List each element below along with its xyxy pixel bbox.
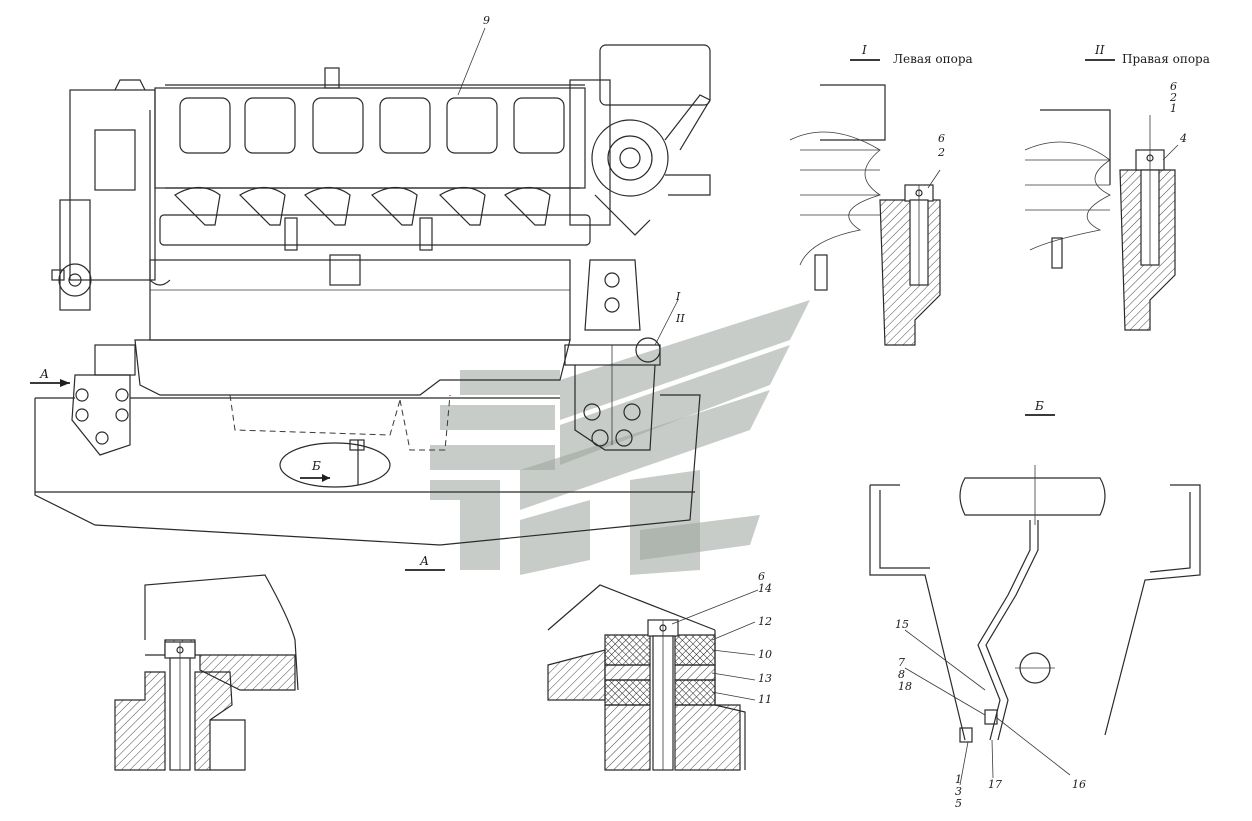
front-mount-bracket [71, 344, 136, 456]
right-callout-1: 1 [1170, 102, 1177, 115]
right-callout-4: 4 [1179, 132, 1187, 145]
view-a-caption: А [419, 554, 429, 568]
a-callout-10: 10 [758, 648, 772, 661]
exhaust-manifold [159, 186, 591, 251]
section-a-left [114, 574, 299, 771]
view-a-arrow-label: А [39, 367, 49, 381]
b-callout-8: 8 [898, 668, 905, 681]
view-b-caption: Б [1034, 399, 1044, 413]
watermark-logo [430, 300, 810, 575]
a-callout-13: 13 [758, 672, 772, 685]
b-callout-7: 7 [898, 656, 905, 669]
b-callout-15: 15 [895, 618, 909, 631]
b-callout-5: 5 [955, 797, 962, 810]
valve-covers [179, 97, 565, 154]
a-callout-11: 11 [758, 693, 772, 706]
right-mount-detail: II Правая опора 6 2 1 4 [1024, 43, 1210, 331]
b-callout-18: 18 [898, 680, 912, 693]
section-a-right: 6 14 12 10 13 11 [547, 570, 772, 771]
b-callout-3: 3 [955, 785, 962, 798]
callout-II: II [675, 312, 685, 325]
turbocharger [569, 44, 711, 236]
left-mount-num: I [861, 43, 867, 57]
engine-side-view: А Б 9 I II [30, 14, 711, 546]
a-callout-12: 12 [758, 615, 772, 628]
a-callout-6: 6 [758, 570, 765, 583]
left-callout-6: 6 [938, 132, 945, 145]
view-b-detail: Б 15 7 8 18 1 3 5 17 16 [869, 399, 1201, 810]
front-end [51, 79, 171, 311]
left-mount-detail: I Левая опора 6 2 [789, 43, 973, 346]
right-mount-num: II [1094, 43, 1105, 57]
b-callout-1: 1 [955, 773, 962, 786]
a-callout-14: 14 [758, 582, 772, 595]
callout-I: I [675, 290, 681, 303]
b-callout-17: 17 [988, 778, 1002, 791]
b-callout-16: 16 [1072, 778, 1086, 791]
right-mount-caption: Правая опора [1122, 52, 1210, 66]
right-callout-6: 6 [1170, 80, 1177, 93]
view-b-marker-label: Б [311, 459, 321, 473]
right-callout-2: 2 [1169, 91, 1177, 104]
callout-9: 9 [483, 14, 490, 27]
left-mount-caption: Левая опора [893, 52, 973, 66]
left-callout-2: 2 [937, 146, 945, 159]
rear-mount-bracket [564, 259, 661, 451]
